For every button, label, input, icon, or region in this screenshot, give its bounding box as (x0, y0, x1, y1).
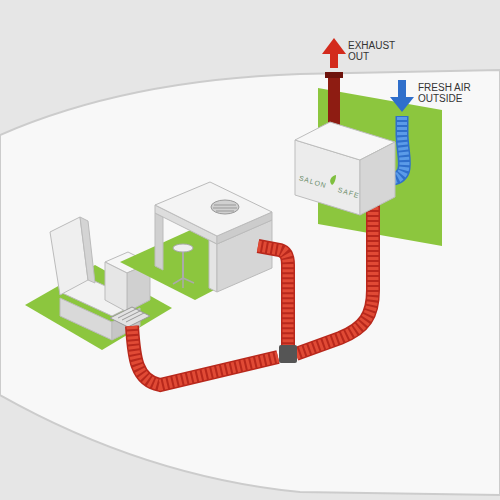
desk-panel-front (209, 240, 217, 292)
seat-back-side (80, 217, 95, 283)
unit-face (360, 142, 395, 215)
vent-grille (213, 205, 237, 211)
t-junction (279, 345, 297, 363)
unit-outline (290, 118, 400, 218)
exhaust-arrow (322, 38, 346, 68)
hose-ribs (258, 246, 288, 348)
hose-ribs (132, 326, 278, 385)
stool-legs (173, 278, 194, 288)
seat-vent (110, 307, 150, 327)
flow-label: FRESH AIR OUTSIDE (418, 82, 484, 104)
unit-box: SALON SAFE (290, 118, 400, 218)
desk-vent (211, 200, 239, 214)
stool-seat (173, 244, 193, 252)
exhaust-cap (325, 72, 343, 78)
hose (132, 326, 278, 385)
hose (296, 205, 373, 354)
fresh-air-arrow (390, 80, 414, 112)
hose-ribs (296, 205, 373, 354)
hose (258, 246, 288, 348)
desk-leg (155, 213, 163, 270)
fuselage (0, 70, 500, 495)
desk-top (155, 182, 272, 236)
stool-stem (182, 251, 184, 278)
hoses (132, 205, 373, 385)
flow-label: EXHAUST OUT (348, 40, 410, 62)
seat-armrest-front (105, 262, 127, 312)
vent-grille (118, 309, 144, 322)
